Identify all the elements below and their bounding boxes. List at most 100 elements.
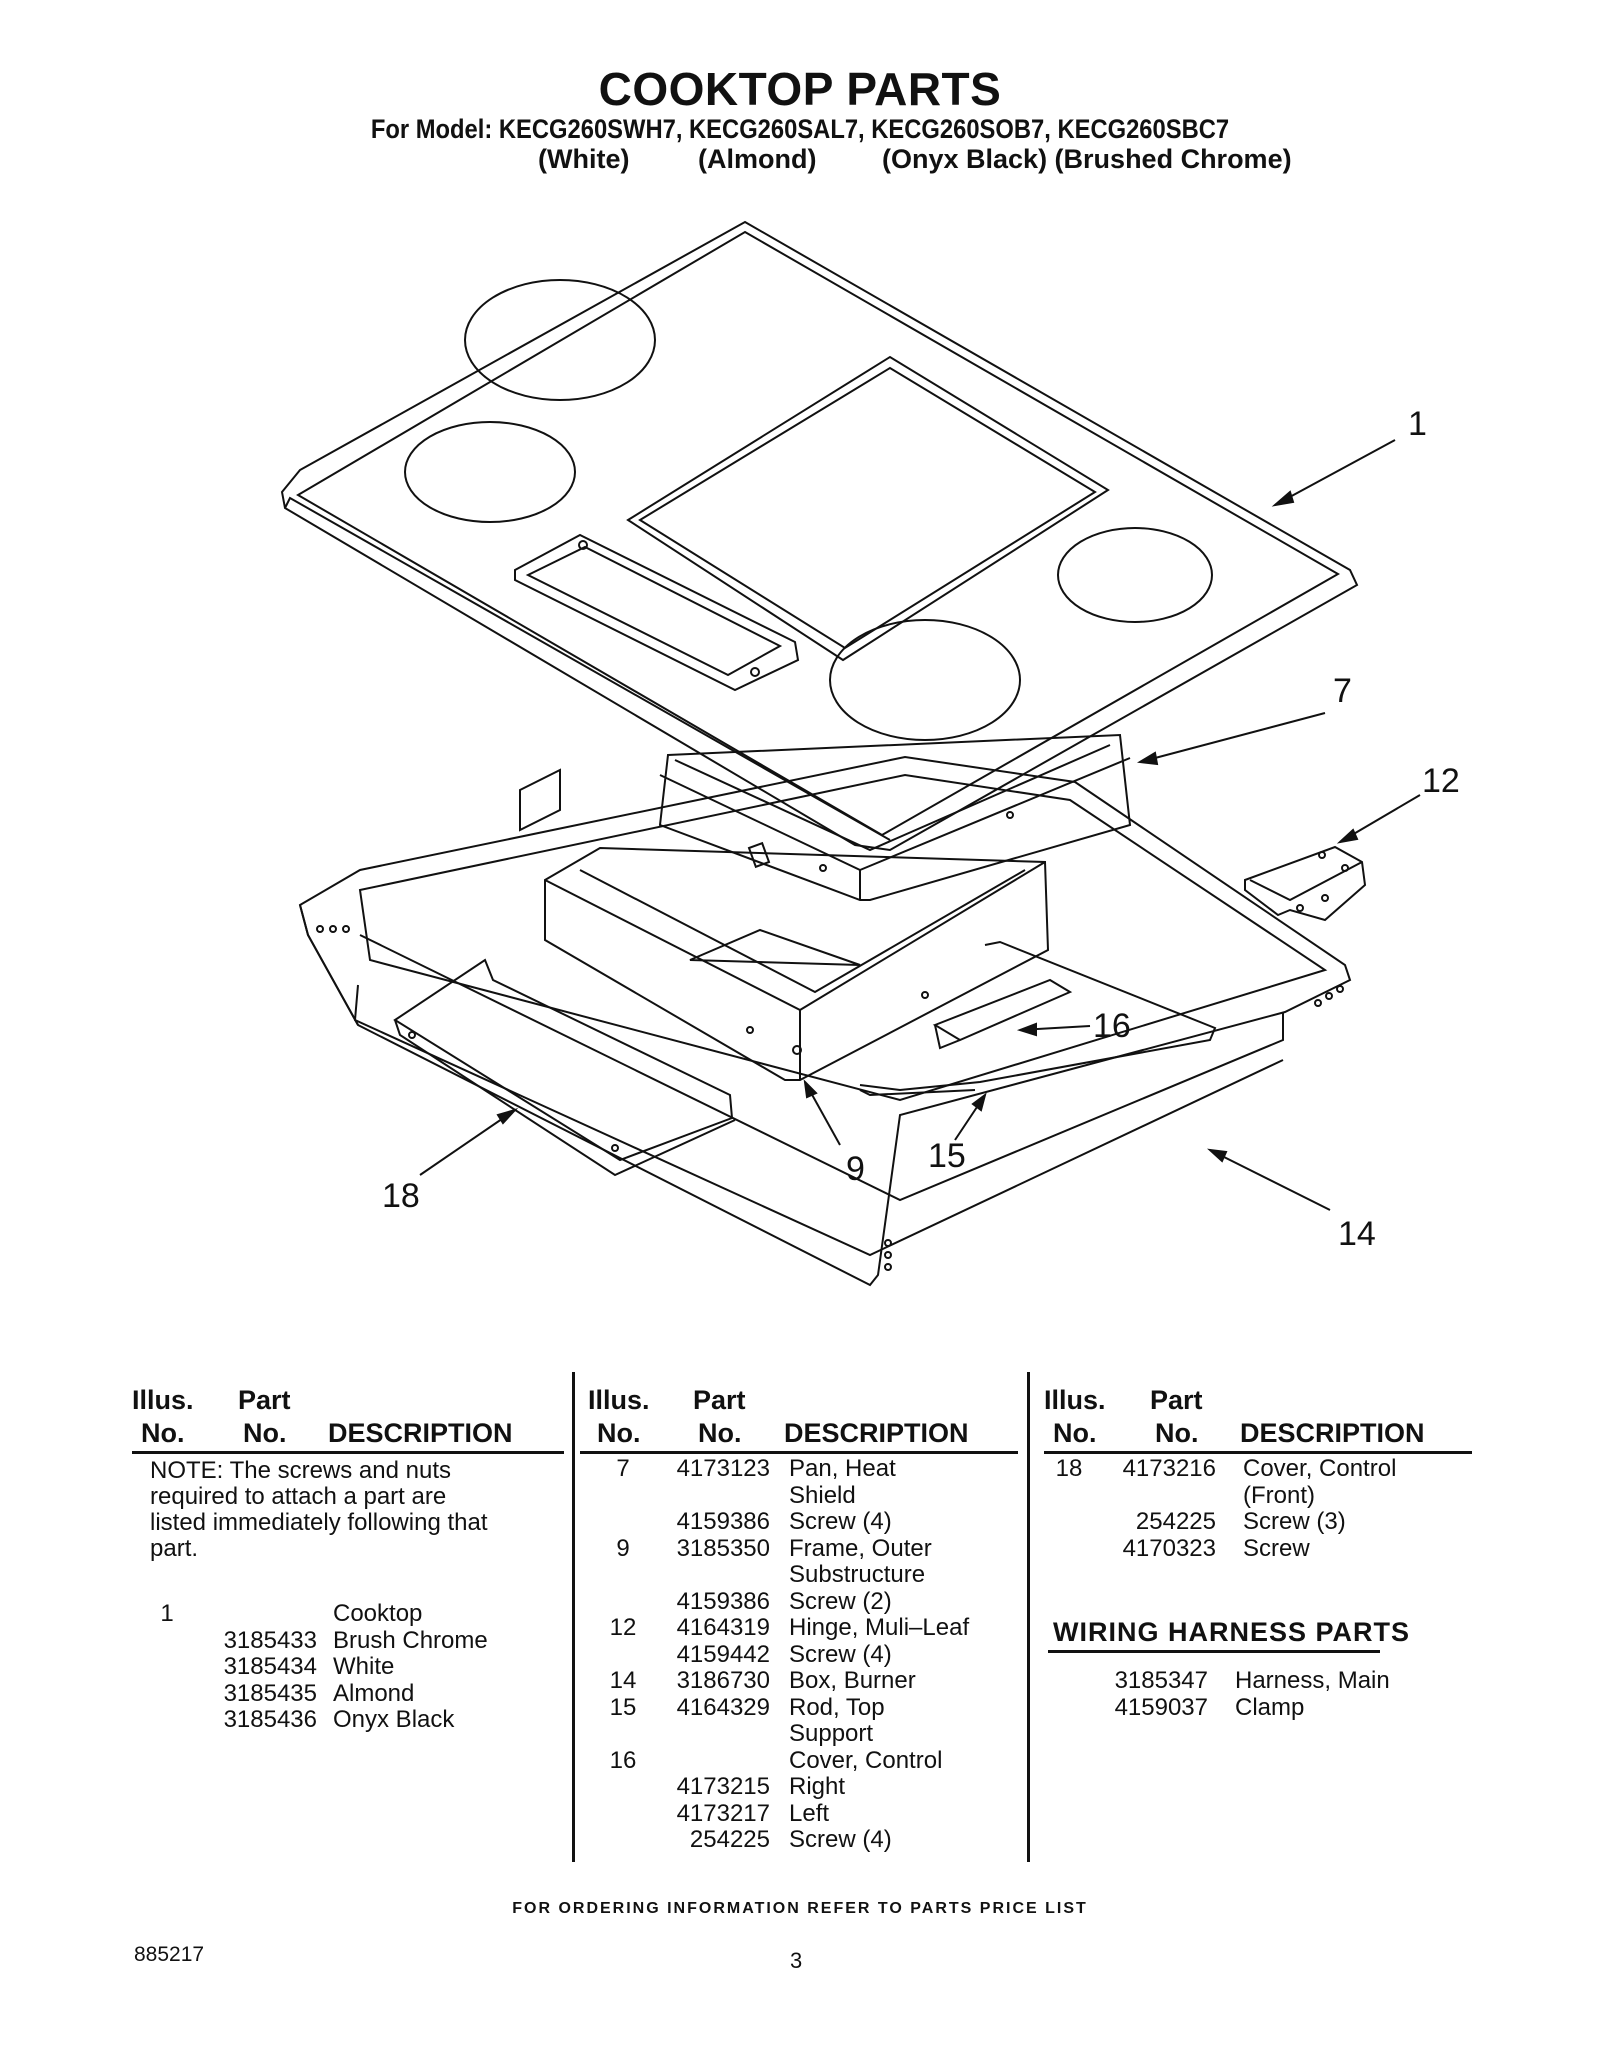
part-no-cell: 4173217 xyxy=(676,1799,770,1827)
part-no-cell: 3185436 xyxy=(223,1706,317,1733)
color-onyx-chrome: (Onyx Black) (Brushed Chrome) xyxy=(882,144,1292,174)
front-control-cover-part xyxy=(393,958,736,1177)
description-cell: Pan, Heat xyxy=(789,1455,896,1482)
illus-no-cell: 15 xyxy=(609,1693,637,1721)
header-illus: Illus. xyxy=(1044,1385,1106,1415)
description-cell: Shield xyxy=(789,1481,856,1509)
description-cell: Frame, Outer xyxy=(789,1534,932,1562)
illus-no-cell: 18 xyxy=(1055,1455,1083,1482)
description-cell: Screw (3) xyxy=(1243,1508,1346,1535)
part-no-cell: 4173215 xyxy=(676,1773,770,1800)
header-part-no: No. xyxy=(243,1418,287,1448)
callout-9: 9 xyxy=(846,1150,865,1188)
header-part-no: No. xyxy=(1155,1418,1199,1448)
description-cell: Harness, Main xyxy=(1235,1667,1390,1694)
description-cell: Rod, Top xyxy=(789,1693,885,1721)
header-rule xyxy=(580,1451,1018,1454)
description-cell: Hinge, Muli–Leaf xyxy=(789,1614,970,1641)
callout-14: 14 xyxy=(1338,1215,1376,1253)
part-no-cell: 4170323 xyxy=(1122,1534,1216,1562)
header-description: DESCRIPTION xyxy=(328,1418,513,1448)
header-illus: Illus. xyxy=(588,1385,650,1415)
description-cell: Cooktop xyxy=(333,1600,423,1627)
description-cell: Screw (2) xyxy=(789,1587,892,1615)
description-cell: Cover, Control xyxy=(789,1746,943,1774)
parts-note: NOTE: The screws and nuts required to at… xyxy=(150,1457,488,1562)
part-no-cell: 4159442 xyxy=(676,1640,770,1668)
illus-no-cell: 16 xyxy=(609,1746,637,1774)
top-support-rod-part xyxy=(859,940,1217,1097)
header-description: DESCRIPTION xyxy=(1240,1418,1425,1448)
header-part: Part xyxy=(693,1385,746,1415)
part-no-cell: 4164329 xyxy=(676,1693,770,1721)
description-cell: Cover, Control xyxy=(1243,1455,1397,1482)
outer-frame-part xyxy=(298,755,1352,1287)
model-line: For Model: KECG260SWH7, KECG260SAL7, KEC… xyxy=(370,114,1230,144)
column-divider xyxy=(1027,1372,1030,1862)
document-number: 885217 xyxy=(134,1943,205,1966)
description-cell: Screw (4) xyxy=(789,1826,892,1853)
header-part: Part xyxy=(1150,1385,1203,1415)
description-cell: Brush Chrome xyxy=(333,1626,488,1654)
description-cell: Left xyxy=(789,1799,830,1827)
burner-box-part xyxy=(544,846,1050,1081)
illus-no-cell: 1 xyxy=(160,1600,174,1627)
header-illus: Illus. xyxy=(132,1385,194,1415)
header-part-no: No. xyxy=(698,1418,742,1448)
description-cell: Screw (4) xyxy=(789,1508,892,1535)
illus-no-cell: 14 xyxy=(609,1667,637,1694)
description-cell: Screw (4) xyxy=(789,1640,892,1668)
callout-15: 15 xyxy=(928,1137,966,1175)
description-cell: Clamp xyxy=(1235,1693,1305,1721)
exploded-parts-diagram xyxy=(280,220,1421,1287)
description-cell: Box, Burner xyxy=(789,1667,916,1694)
part-no-cell: 4159037 xyxy=(1114,1693,1208,1721)
part-no-cell: 4173123 xyxy=(676,1455,770,1482)
header-description: DESCRIPTION xyxy=(784,1418,969,1448)
cooktop-part xyxy=(280,220,1359,852)
illus-no-cell: 7 xyxy=(616,1455,630,1482)
callout-12: 12 xyxy=(1422,762,1460,800)
page-number: 3 xyxy=(790,1948,803,1973)
wiring-harness-rule xyxy=(1048,1650,1380,1653)
header-no: No. xyxy=(597,1418,641,1448)
description-cell: Substructure xyxy=(789,1561,926,1588)
part-no-cell: 4164319 xyxy=(676,1614,770,1641)
part-no-cell: 4173216 xyxy=(1122,1455,1216,1482)
part-no-cell: 3185435 xyxy=(223,1679,317,1707)
page-title: COOKTOP PARTS xyxy=(598,63,1002,115)
callout-7: 7 xyxy=(1333,672,1352,710)
description-cell: White xyxy=(333,1653,395,1680)
header-part: Part xyxy=(238,1385,291,1415)
right-control-cover-part xyxy=(932,978,1073,1050)
illus-no-cell: 9 xyxy=(616,1534,630,1562)
ordering-note: FOR ORDERING INFORMATION REFER TO PARTS … xyxy=(512,1900,1088,1917)
part-no-cell: 3185434 xyxy=(223,1653,317,1680)
header-no: No. xyxy=(141,1418,185,1448)
header-no: No. xyxy=(1053,1418,1097,1448)
part-no-cell: 3185350 xyxy=(676,1534,770,1562)
column-divider xyxy=(572,1372,575,1862)
description-cell: Almond xyxy=(333,1679,415,1707)
part-no-cell: 254225 xyxy=(1135,1508,1216,1535)
part-no-cell: 4159386 xyxy=(676,1508,770,1535)
part-no-cell: 3186730 xyxy=(676,1667,770,1694)
description-cell: Right xyxy=(789,1773,846,1800)
callout-16: 16 xyxy=(1093,1007,1131,1045)
description-cell: Onyx Black xyxy=(333,1706,455,1733)
color-almond: (Almond) xyxy=(698,144,817,174)
description-cell: Screw xyxy=(1243,1534,1310,1562)
illus-no-cell: 12 xyxy=(609,1614,637,1641)
heat-shield-part xyxy=(658,733,1132,901)
part-no-cell: 3185433 xyxy=(223,1626,317,1654)
part-no-cell: 4159386 xyxy=(676,1587,770,1615)
hinge-part xyxy=(1244,845,1367,922)
part-no-cell: 3185347 xyxy=(1114,1667,1208,1694)
part-no-cell: 254225 xyxy=(689,1826,770,1853)
wiring-harness-title: WIRING HARNESS PARTS xyxy=(1053,1617,1411,1647)
leader-lines xyxy=(419,439,1421,1211)
description-cell: Support xyxy=(789,1720,874,1747)
color-white: (White) xyxy=(538,144,630,174)
callout-1: 1 xyxy=(1408,405,1427,443)
callout-18: 18 xyxy=(382,1177,420,1215)
